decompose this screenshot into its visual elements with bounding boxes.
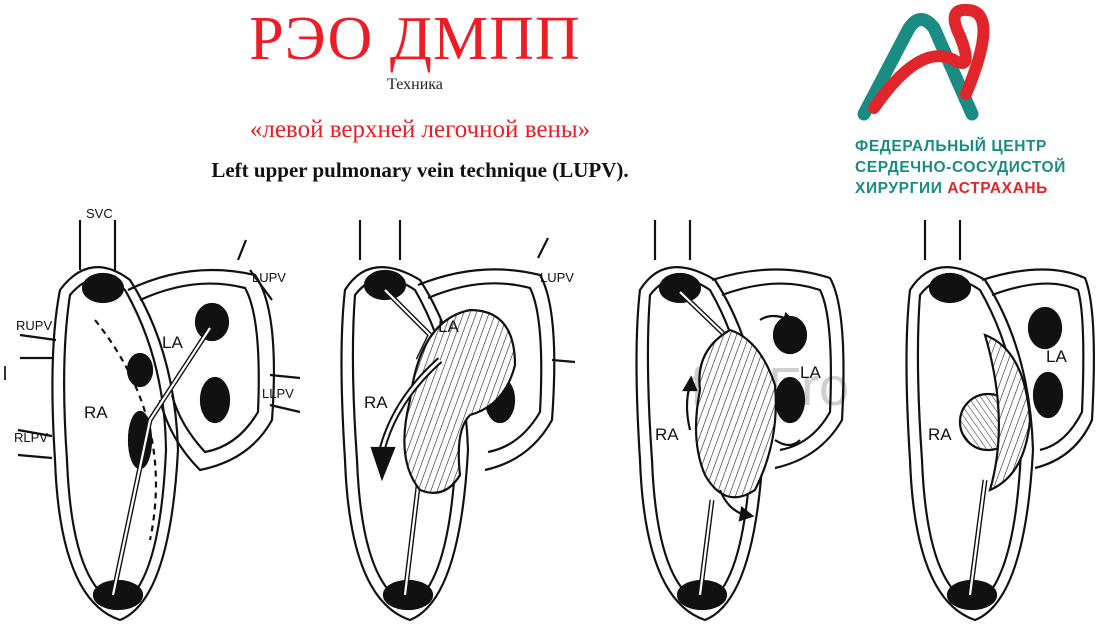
logo-line-2: СЕРДЕЧНО-СОСУДИСТОЙ: [855, 157, 1102, 178]
label-la-3: LA: [800, 363, 821, 382]
technique-name-en: Left upper pulmonary vein technique (LUP…: [150, 158, 690, 183]
label-ra-1: RA: [84, 403, 108, 422]
label-ra-4: RA: [928, 425, 952, 444]
label-ra-2: RA: [364, 393, 388, 412]
slide-subtitle: Техника: [330, 76, 500, 94]
label-svc: SVC: [86, 206, 113, 221]
label-la-1: LA: [162, 333, 183, 352]
label-rupv: RUPV: [16, 318, 52, 333]
label-rlpv: RLPV: [14, 430, 48, 445]
panel-3: [637, 220, 844, 620]
logo-line-3b: АСТРАХАНЬ: [947, 180, 1048, 197]
panel-4: [907, 220, 1094, 620]
logo-line-3a: ХИРУРГИИ: [855, 180, 947, 197]
label-la-4: LA: [1046, 347, 1067, 366]
technique-name-ru: «левой верхней легочной вены»: [150, 116, 690, 144]
logo-line-3: ХИРУРГИИ АСТРАХАНЬ: [855, 178, 1102, 199]
label-llpv: LLPV: [262, 386, 294, 401]
logo-line-1: ФЕДЕРАЛЬНЫЙ ЦЕНТР: [855, 136, 1102, 157]
label-lupv-1: LUPV: [252, 270, 286, 285]
slide-title: РЭО ДМПП: [180, 4, 650, 74]
logo-text: ФЕДЕРАЛЬНЫЙ ЦЕНТР СЕРДЕЧНО-СОСУДИСТОЙ ХИ…: [855, 136, 1102, 199]
lupv-technique-diagram: SVC RUPV RLPV RA LA LUPV LLPV RA LA LUPV…: [0, 200, 1102, 641]
label-lupv-2: LUPV: [540, 270, 574, 285]
label-la-2: LA: [438, 317, 459, 336]
label-ra-3: RA: [655, 425, 679, 444]
